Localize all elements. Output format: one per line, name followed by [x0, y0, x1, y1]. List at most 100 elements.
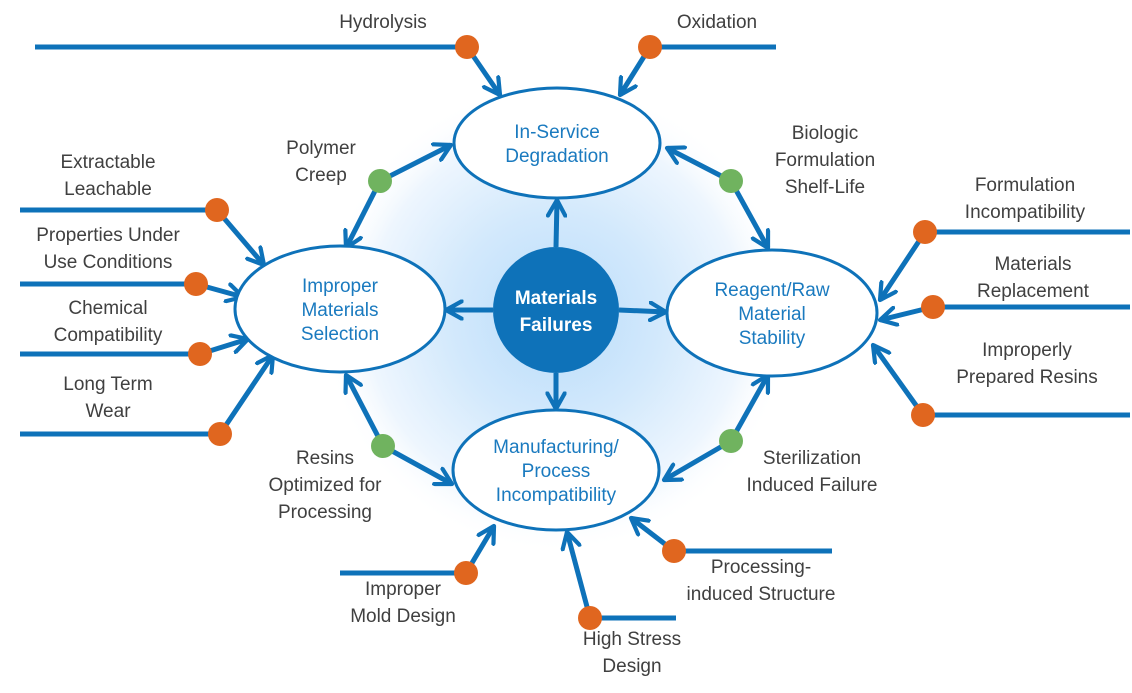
improper-mold-design-label-line: Improper	[365, 579, 442, 600]
high-stress-design-label-line: Design	[602, 656, 661, 677]
resins-optimized-for-processing-arrow-b	[381, 443, 452, 487]
high-stress-design-arrow	[567, 532, 593, 619]
in-service-degradation-node	[452, 86, 662, 200]
extractable-leachable-label-line: Leachable	[64, 179, 152, 200]
polymer-creep-label-line: Creep	[295, 165, 347, 186]
long-term-wear-label-line: Wear	[85, 401, 131, 422]
oxidation-label-line: Oxidation	[677, 12, 757, 33]
manufacturing-process-incompatibility-node	[451, 408, 661, 532]
extractable-leachable-dot	[205, 198, 229, 222]
biologic-formulation-shelf-life-arrow-b	[728, 179, 771, 248]
formulation-incompatibility-dot	[913, 220, 937, 244]
reagent-raw-material-stability-node	[665, 248, 879, 378]
properties-under-use-conditions-dot	[184, 272, 208, 296]
improper-materials-selection-label-line: Selection	[301, 324, 379, 345]
biologic-formulation-shelf-life-label-line: Biologic	[792, 123, 859, 144]
reagent-raw-material-stability-label-line: Reagent/Raw	[714, 280, 829, 301]
extractable-leachable-arrow	[215, 208, 264, 265]
materials-replacement-label-line: Replacement	[977, 281, 1090, 302]
center-to-in-service-arrow	[556, 200, 557, 248]
resins-optimized-for-processing-label-line: Processing	[278, 502, 372, 523]
improperly-prepared-resins-dot	[911, 403, 935, 427]
formulation-incompatibility-label-line: Incompatibility	[965, 202, 1086, 223]
materials-replacement-dot	[921, 295, 945, 319]
resins-optimized-for-processing-label-line: Optimized for	[269, 475, 383, 496]
sterilization-induced-failure-label-line: Induced Failure	[747, 475, 878, 496]
manufacturing-process-incompatibility-label-line: Process	[522, 461, 591, 482]
polymer-creep-dot	[368, 169, 392, 193]
resins-optimized-for-processing-label-line: Resins	[296, 448, 354, 469]
biologic-formulation-shelf-life-label-line: Shelf-Life	[785, 177, 865, 198]
center-to-reagent-arrow	[618, 310, 666, 312]
sterilization-induced-failure-label-line: Sterilization	[763, 448, 861, 469]
manufacturing-process-incompatibility-label-line: Incompatibility	[496, 485, 617, 506]
extractable-leachable-label-line: Extractable	[60, 152, 155, 173]
properties-under-use-conditions-label-line: Use Conditions	[44, 252, 173, 273]
sterilization-induced-failure-dot	[719, 429, 743, 453]
formulation-incompatibility-arrow	[880, 230, 928, 300]
improper-mold-design-label-line: Mold Design	[350, 606, 456, 627]
processing-induced-structure-label: Processing-induced Structure	[687, 557, 836, 605]
center-label-line: Materials	[515, 288, 597, 309]
resins-optimized-for-processing-arrow-a	[346, 375, 386, 448]
dots-layer	[184, 35, 945, 630]
center-label-line: Failures	[520, 315, 593, 336]
polymer-creep-arrow-a	[378, 145, 451, 184]
improperly-prepared-resins-label-line: Prepared Resins	[956, 367, 1098, 388]
hydrolysis-dot	[455, 35, 479, 59]
materials-failures-center	[493, 247, 619, 373]
biologic-formulation-shelf-life-label-line: Formulation	[775, 150, 875, 171]
improperly-prepared-resins-arrow	[873, 345, 926, 417]
improper-mold-design-dot	[454, 561, 478, 585]
formulation-incompatibility-label-line: Formulation	[975, 175, 1075, 196]
hydrolysis-label-line: Hydrolysis	[339, 12, 427, 33]
improper-materials-selection-label-line: Materials	[301, 300, 378, 321]
improper-materials-selection-node	[233, 244, 447, 374]
sterilization-induced-failure-arrow-b	[664, 438, 733, 483]
polymer-creep-label-line: Polymer	[286, 138, 356, 159]
sterilization-induced-failure-arrow-a	[728, 375, 771, 443]
in-service-degradation-label-line: Degradation	[505, 146, 609, 167]
oxidation-dot	[638, 35, 662, 59]
improperly-prepared-resins-label-line: Improperly	[982, 340, 1072, 361]
high-stress-design-dot	[578, 606, 602, 630]
long-term-wear-arrow	[217, 355, 273, 436]
long-term-wear-label-line: Long Term	[63, 374, 152, 395]
biologic-formulation-shelf-life-arrow-a	[667, 148, 733, 184]
biologic-formulation-shelf-life-dot	[719, 169, 743, 193]
long-term-wear-dot	[208, 422, 232, 446]
resins-optimized-for-processing-dot	[371, 434, 395, 458]
reagent-raw-material-stability-label-line: Stability	[739, 328, 806, 349]
properties-under-use-conditions-label-line: Properties Under	[36, 225, 180, 246]
hydrolysis-label: Hydrolysis	[339, 12, 427, 33]
high-stress-design-label-line: High Stress	[583, 629, 681, 650]
in-service-degradation-label-line: In-Service	[514, 122, 600, 143]
improper-materials-selection-label-line: Improper	[302, 276, 379, 297]
chemical-compatibility-dot	[188, 342, 212, 366]
chemical-compatibility-label-line: Compatibility	[54, 325, 163, 346]
manufacturing-process-incompatibility-label-line: Manufacturing/	[493, 437, 619, 458]
processing-induced-structure-label-line: Processing-	[711, 557, 811, 578]
oxidation-label: Oxidation	[677, 12, 757, 33]
polymer-creep-arrow-b	[346, 179, 383, 248]
reagent-raw-material-stability-label-line: Material	[738, 304, 806, 325]
chemical-compatibility-label-line: Chemical	[68, 298, 147, 319]
